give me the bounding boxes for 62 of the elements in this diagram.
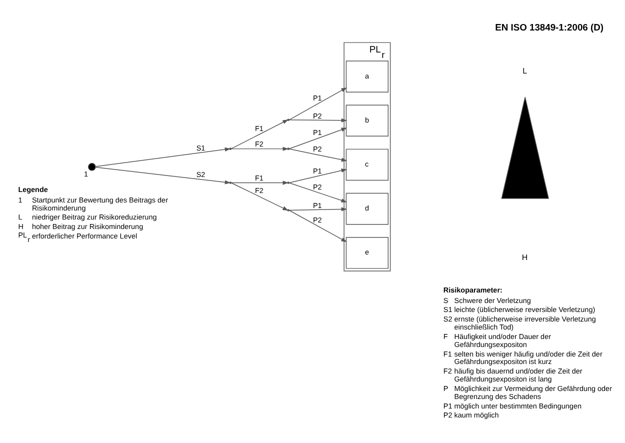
label: F2 xyxy=(443,366,452,376)
node-box: b xyxy=(346,104,388,136)
edge-label: F1 xyxy=(255,123,264,132)
edge-label: P2 xyxy=(312,144,322,154)
label: möglich unter bestimmten Bedingungen xyxy=(454,400,582,410)
edge-label: P2 xyxy=(312,110,322,120)
edge-label: P2 xyxy=(312,215,322,224)
edge-label: P1 xyxy=(312,166,322,175)
edge-label: F2 xyxy=(255,139,264,148)
node-triangle xyxy=(501,96,550,198)
label: F xyxy=(443,331,448,340)
label: P xyxy=(443,383,448,392)
label: leichte (üblicherweise reversible Verletzung) xyxy=(454,304,596,314)
edge-label: P1 xyxy=(312,200,322,210)
node-point xyxy=(287,181,290,184)
label: P2 xyxy=(443,410,452,420)
node-point xyxy=(229,147,232,150)
label: Schwere der Verletzung xyxy=(454,295,531,304)
node-point xyxy=(287,147,290,150)
arrow xyxy=(288,206,348,211)
arrow xyxy=(288,127,348,149)
label: 1 xyxy=(18,194,22,204)
edge-label: F2 xyxy=(255,185,264,194)
label: häufig bis dauernd und/oder die Zeit der Gefährdungsexpositon ist lang xyxy=(454,366,582,384)
label: Legende xyxy=(18,184,48,194)
label: L xyxy=(522,66,527,76)
label: kaum möglich xyxy=(454,410,499,420)
node-box: c xyxy=(346,148,388,180)
arrow xyxy=(288,148,348,162)
label: S2 xyxy=(443,314,452,324)
node-label: 1 xyxy=(84,168,88,178)
edge-label: F1 xyxy=(255,173,264,182)
node-box: e xyxy=(346,236,388,268)
arrow xyxy=(288,86,347,120)
node-point xyxy=(287,118,290,121)
label: hoher Beitrag zur Risikominderung xyxy=(32,222,144,231)
diagram-title: EN ISO 13849-1:2006 (D) xyxy=(495,21,604,32)
node-circle xyxy=(88,162,96,170)
label: P1 xyxy=(443,400,452,410)
edge-label: S2 xyxy=(196,170,206,179)
label: Risikoparameter: xyxy=(443,285,502,294)
label: H xyxy=(18,222,24,231)
edge-label: P2 xyxy=(312,182,322,191)
label: S1 xyxy=(443,304,452,314)
edge-label: P1 xyxy=(312,92,322,102)
node-box: a xyxy=(346,60,388,92)
node-box: d xyxy=(346,192,388,224)
label: S xyxy=(443,295,448,304)
arrow xyxy=(288,182,348,202)
label: niedriger Beitrag zur Risikoreduzierung xyxy=(32,212,157,222)
label: ernste (üblicherweise irreversible Verletzung einschließlich Tod) xyxy=(454,314,596,332)
label: F1 xyxy=(443,348,452,358)
arrow xyxy=(288,118,348,122)
label: H xyxy=(522,252,528,262)
arrow xyxy=(288,168,348,183)
label: L xyxy=(18,212,22,222)
label: erforderlicher Performance Level xyxy=(32,230,138,240)
node-point xyxy=(229,181,232,184)
edge-label: P1 xyxy=(312,128,322,137)
node-point xyxy=(287,208,290,211)
arrow xyxy=(288,210,347,242)
edge-label: S1 xyxy=(196,142,206,152)
